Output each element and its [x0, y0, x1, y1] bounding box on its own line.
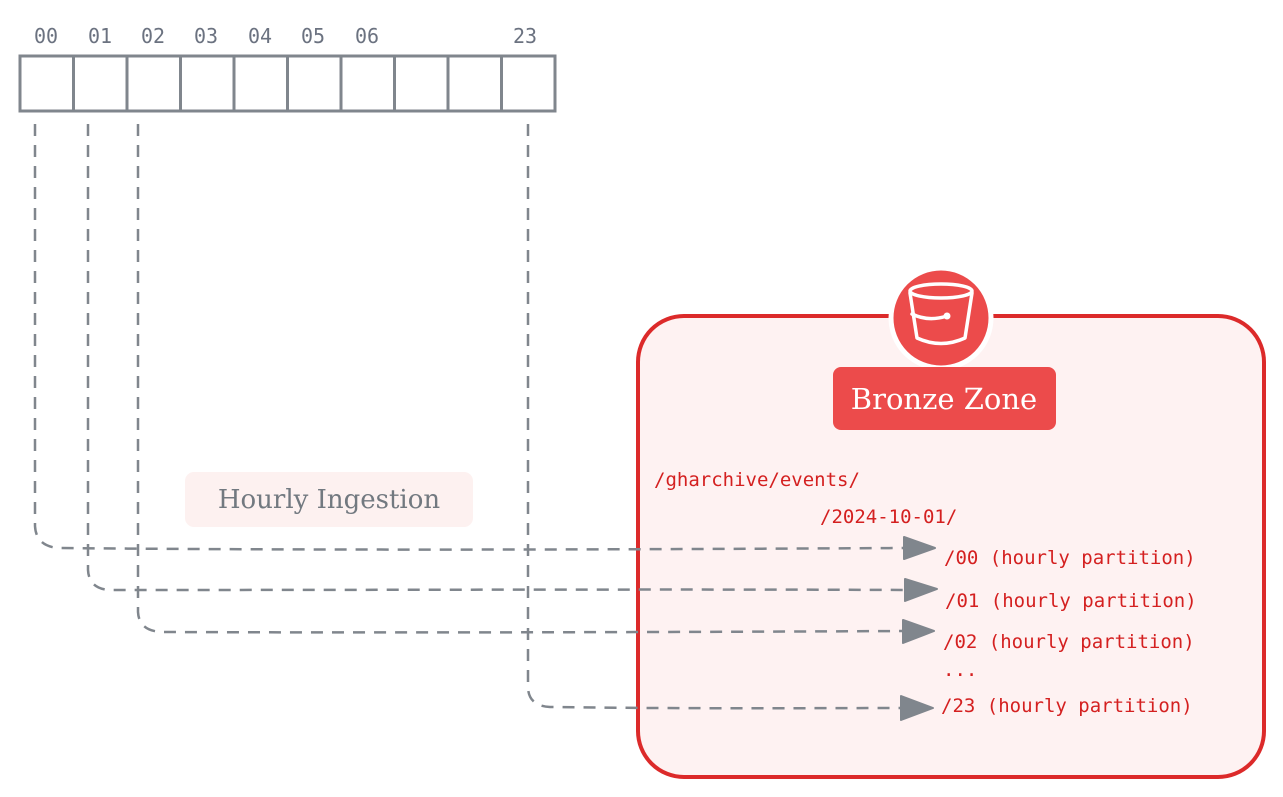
flow-line-00: [33, 124, 906, 551]
flow-line-23: [526, 124, 903, 710]
ingestion-flows: [33, 124, 938, 721]
hourly-ingestion-label: Hourly Ingestion: [185, 472, 473, 527]
arrowhead-01: [904, 578, 938, 602]
zone-title: Bronze Zone: [851, 382, 1037, 416]
arrowhead-23: [900, 695, 934, 721]
hour-label-02: 02: [141, 24, 165, 48]
zone-title-pill: Bronze Zone: [833, 367, 1056, 430]
hour-label-23: 23: [513, 24, 537, 48]
storage-paths: /gharchive/events/ /2024-10-01/ /00 (hou…: [654, 469, 1197, 717]
hourly-ingestion-text: Hourly Ingestion: [218, 485, 441, 515]
hourly-ingestion-background: [185, 472, 473, 527]
partition-path-00: /00 (hourly partition): [944, 547, 1196, 569]
partition-path-02: /02 (hourly partition): [943, 631, 1195, 653]
hour-label-00: 00: [34, 24, 58, 48]
hour-slot: [179, 54, 236, 113]
hour-slot-row: [18, 54, 557, 113]
hour-label-05: 05: [301, 24, 325, 48]
hour-label-01: 01: [88, 24, 112, 48]
hour-slot: [339, 54, 396, 113]
arrowhead-00: [903, 536, 936, 560]
hour-label-06: 06: [355, 24, 379, 48]
hour-slot: [446, 54, 503, 113]
zone-title-background: [833, 367, 1056, 430]
hour-label-03: 03: [194, 24, 218, 48]
hour-slot: [18, 54, 75, 113]
hour-slot: [125, 54, 182, 113]
hour-slot: [393, 54, 450, 113]
hour-labels: 00 01 02 03 04 05 06 23: [34, 24, 537, 48]
hour-slot: [72, 54, 129, 113]
flow-line-02: [136, 124, 905, 634]
hour-slot: [500, 54, 557, 113]
base-path: /gharchive/events/: [654, 469, 860, 491]
hour-label-04: 04: [248, 24, 272, 48]
arrowhead-02: [902, 619, 935, 644]
hour-slot: [286, 54, 343, 113]
partition-path-01: /01 (hourly partition): [945, 590, 1197, 612]
date-path: /2024-10-01/: [820, 506, 957, 528]
bucket-icon: [888, 265, 994, 371]
partition-path-23: /23 (hourly partition): [941, 695, 1193, 717]
hour-slot: [232, 54, 289, 113]
flow-line-01: [86, 124, 907, 592]
partition-ellipsis: ...: [943, 659, 977, 681]
